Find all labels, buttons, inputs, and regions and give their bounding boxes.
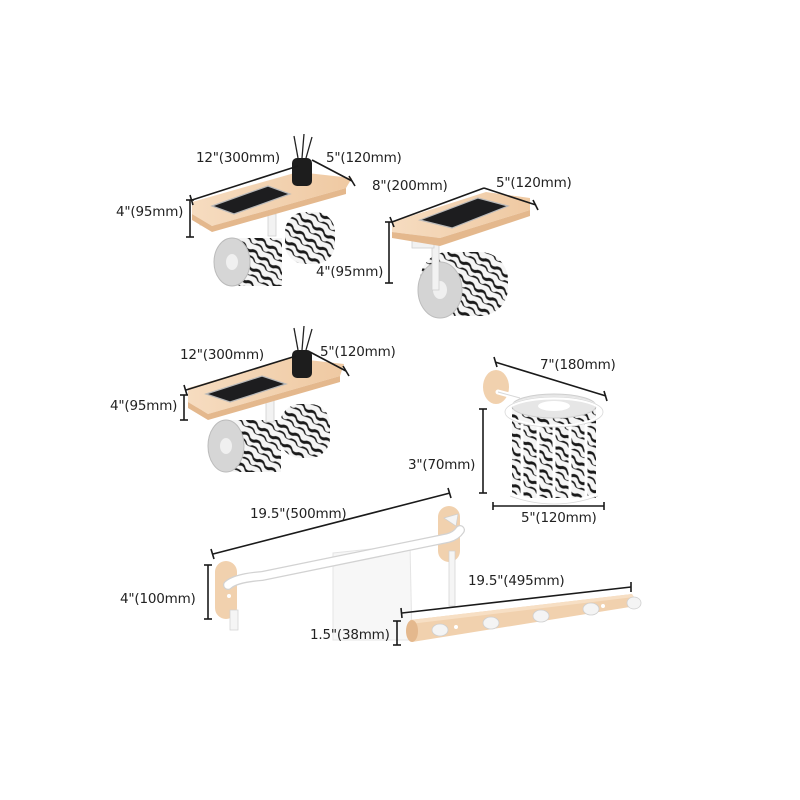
toilet-roll-right [285, 212, 335, 264]
wooden-mount-left [215, 561, 237, 619]
label-length: 7"(180mm) [540, 357, 616, 373]
dim-line-length [391, 187, 485, 223]
product-towel-bar: 19.5"(500mm) 4"(100mm) [120, 487, 465, 641]
dim-line-length [212, 492, 451, 555]
product-basket-roll-holder: 7"(180mm) 3"(70mm) 5"(120mm) [408, 356, 616, 526]
roll-arm [431, 243, 440, 291]
label-height: 3"(70mm) [408, 457, 475, 473]
hook-2 [482, 616, 500, 630]
label-height: 1.5"(38mm) [310, 627, 390, 643]
label-depth: 5"(120mm) [320, 344, 396, 360]
label-length: 12"(300mm) [180, 347, 264, 363]
dim-line-length [191, 165, 299, 201]
hook-left [229, 609, 239, 631]
label-height: 4"(95mm) [316, 264, 383, 280]
hooks [431, 596, 642, 637]
label-length: 19.5"(500mm) [250, 506, 346, 522]
toilet-roll-left [213, 237, 282, 287]
phone-prop [417, 197, 510, 229]
label-depth: 5"(120mm) [496, 175, 572, 191]
phone-prop [204, 375, 288, 403]
product-double-roll-shelf-top: 12"(300mm) 5"(120mm) 4"(95mm) [116, 133, 402, 287]
hook-5 [626, 596, 642, 610]
dim-line-depth [483, 187, 537, 206]
product-single-roll-shelf: 8"(200mm) 5"(120mm) 4"(95mm) [316, 175, 572, 319]
label-length: 12"(300mm) [196, 150, 280, 166]
label-height: 4"(95mm) [116, 204, 183, 220]
product-double-roll-shelf-middle: 12"(300mm) 5"(120mm) 4"(95mm) [110, 325, 396, 473]
dim-line-depth [311, 159, 353, 182]
hook-3 [532, 609, 550, 623]
dim-line-depth [309, 351, 347, 372]
label-depth: 5"(120mm) [326, 150, 402, 166]
wire-basket [504, 396, 604, 504]
phone-prop [210, 185, 292, 215]
reed-diffuser-prop [292, 325, 313, 378]
product-hook-rail: 19.5"(495mm) 1.5"(38mm) [310, 573, 642, 646]
hook-1 [431, 623, 449, 637]
hook-4 [582, 602, 600, 616]
reed-diffuser-prop [292, 133, 313, 186]
dim-line-length [401, 586, 632, 614]
label-width: 5"(120mm) [521, 510, 597, 526]
wooden-rail [406, 594, 636, 642]
label-height: 4"(95mm) [110, 398, 177, 414]
towel-bar-rod [224, 526, 464, 589]
label-length: 19.5"(495mm) [468, 573, 564, 589]
toilet-roll-left [207, 419, 281, 473]
dim-line-length [494, 361, 607, 397]
toilet-roll [417, 252, 508, 319]
label-height: 4"(100mm) [120, 591, 196, 607]
roll-arm [265, 399, 275, 423]
dim-line-length [185, 355, 297, 391]
wooden-wall-mount [483, 370, 509, 404]
label-length: 8"(200mm) [372, 178, 448, 194]
hook-right [448, 550, 456, 607]
roll-arm [267, 213, 277, 237]
toilet-roll-right [280, 404, 330, 458]
